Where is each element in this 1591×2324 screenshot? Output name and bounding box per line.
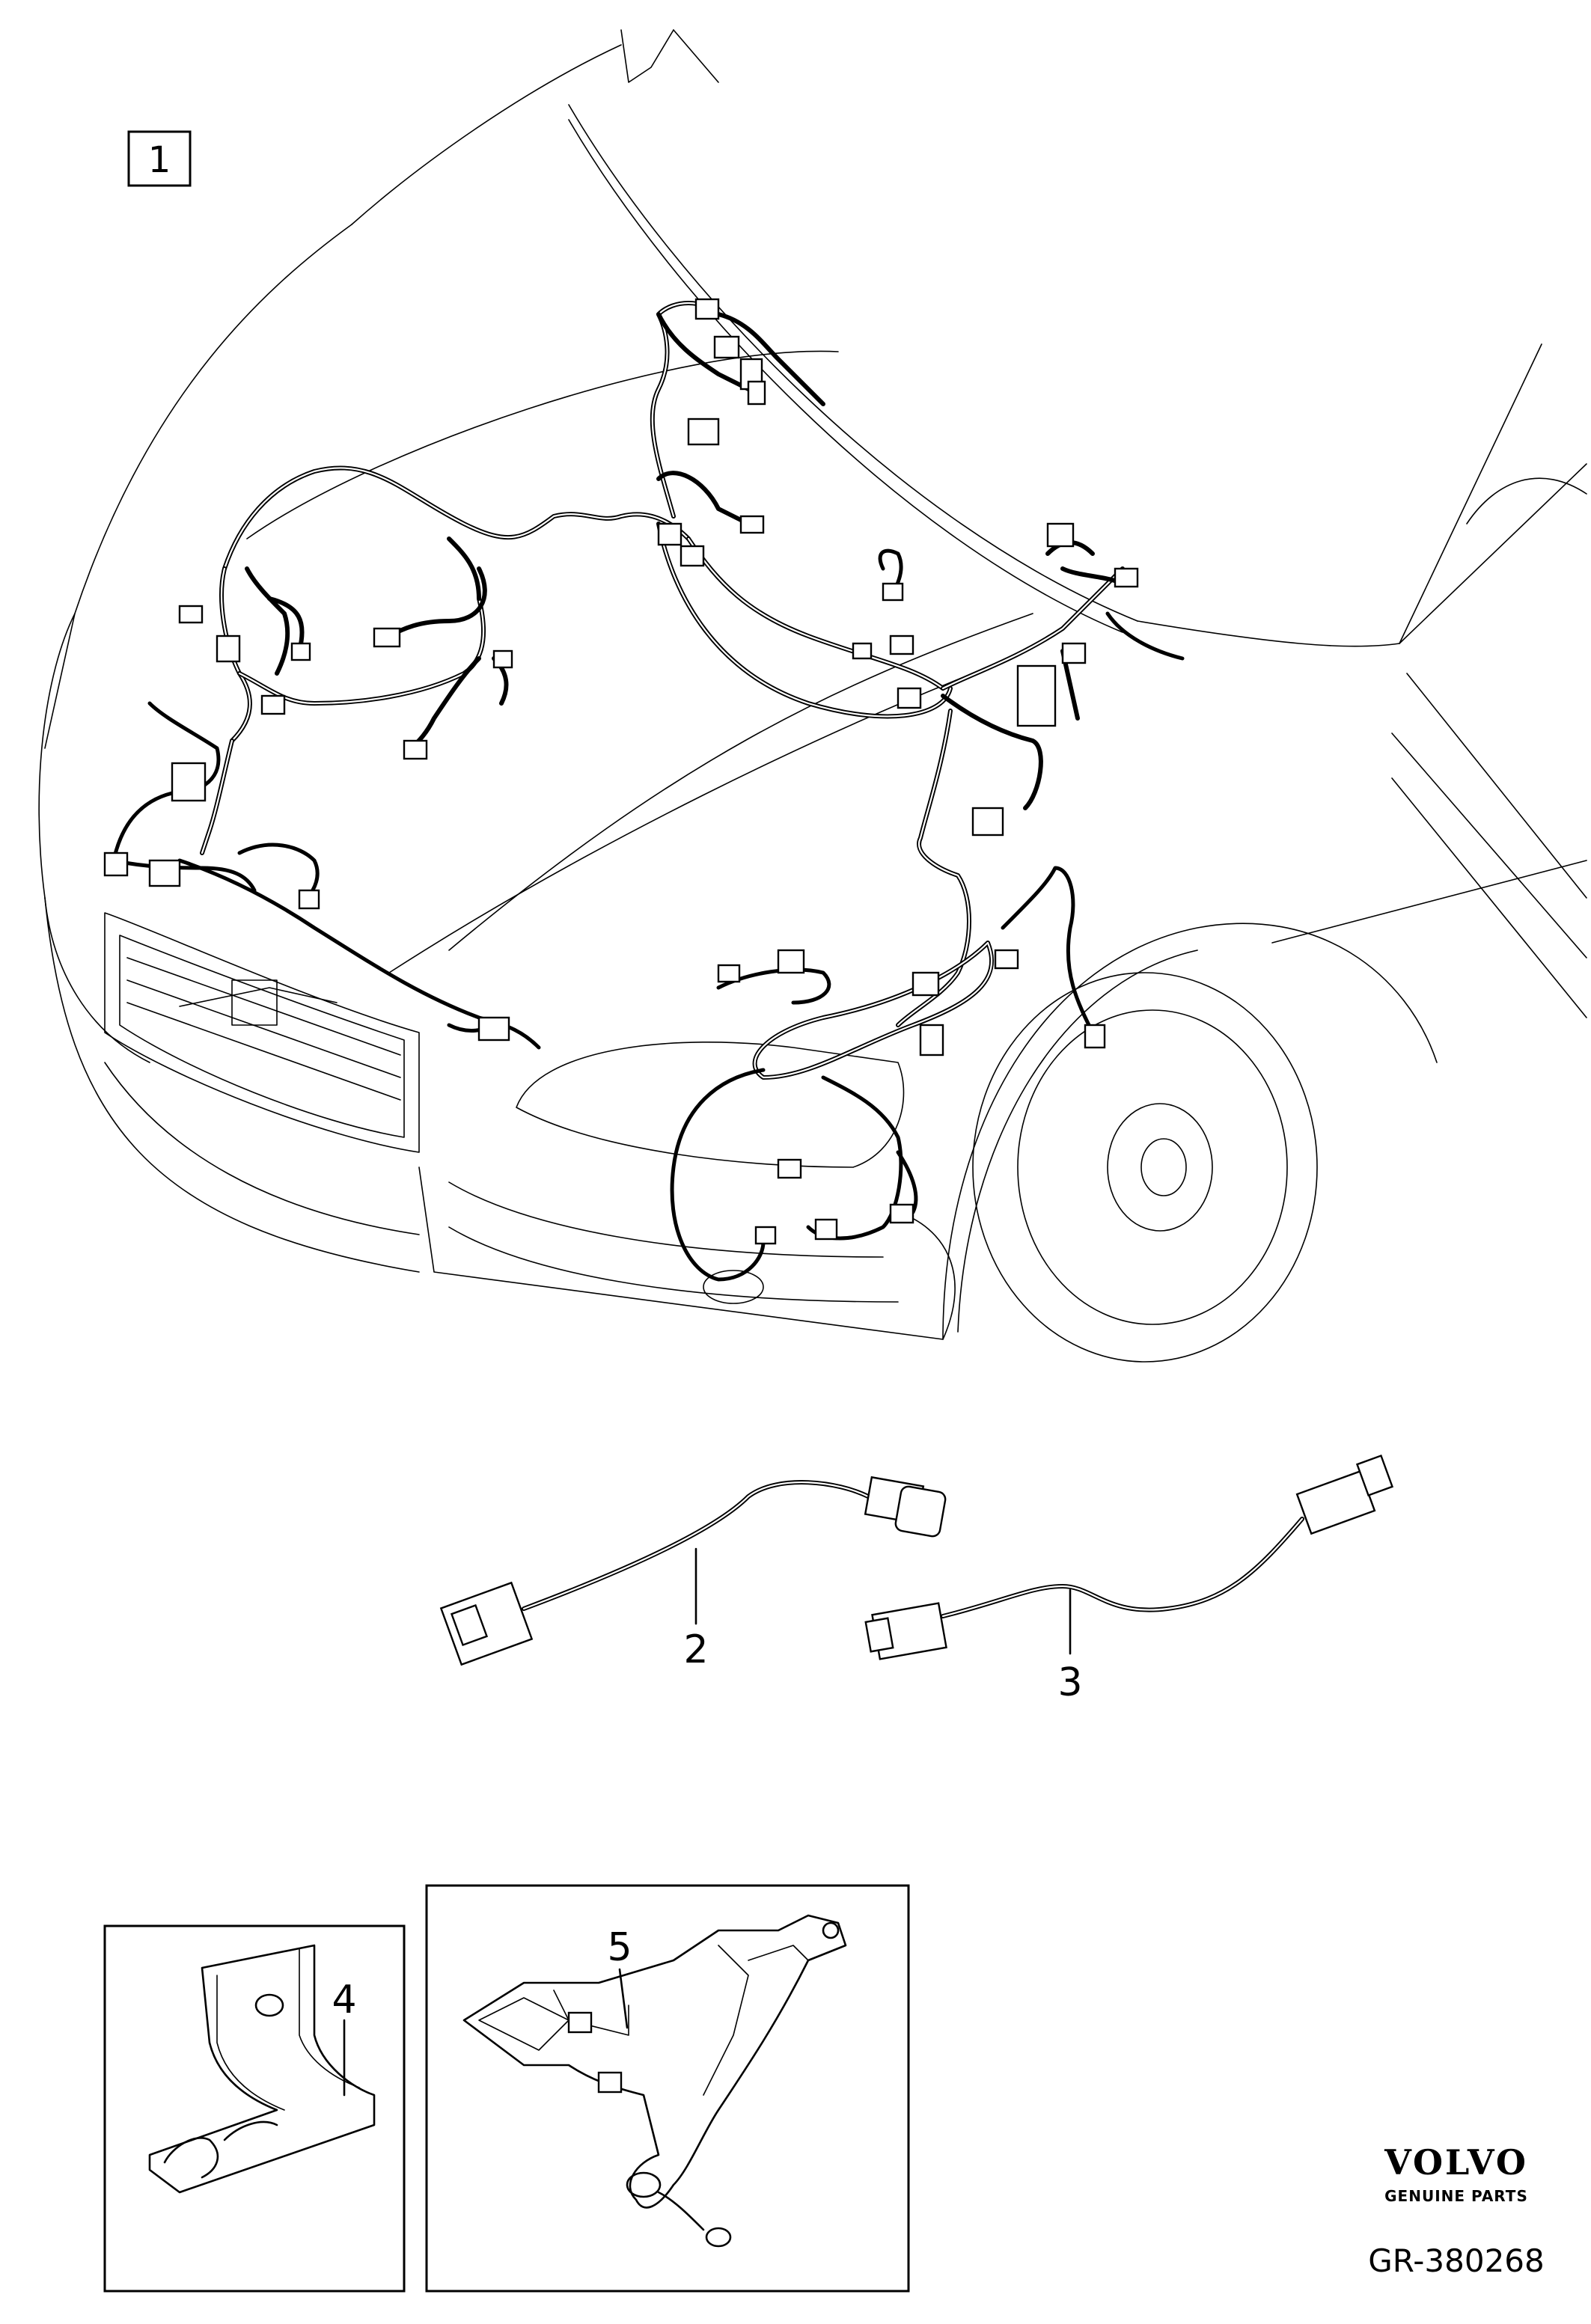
part-2-cable: 2: [439, 1476, 947, 1672]
car-outline-illustration: [38, 29, 1587, 1363]
main-wiring-harness: [110, 301, 1185, 1282]
group-number-box: 1: [127, 130, 192, 187]
callout-5: 5: [607, 1925, 632, 1970]
brand-tagline: GENUINE PARTS: [1384, 2187, 1528, 2205]
group-number-label: 1: [148, 139, 171, 181]
callout-3: 3: [1057, 1660, 1082, 1705]
part-3-cable: 3: [864, 1454, 1394, 1705]
callout-4: 4: [332, 1978, 356, 2022]
callout-2: 2: [683, 1627, 708, 1672]
document-id: GR-380268: [1368, 2242, 1545, 2279]
brand-name: VOLVO: [1384, 2142, 1528, 2183]
volvo-logo: VOLVO GENUINE PARTS: [1384, 2142, 1528, 2205]
part-5-detail-box: 5: [425, 1884, 910, 2293]
part-4-detail-box: 4: [103, 1924, 406, 2293]
harness-connectors: [103, 298, 1139, 1245]
